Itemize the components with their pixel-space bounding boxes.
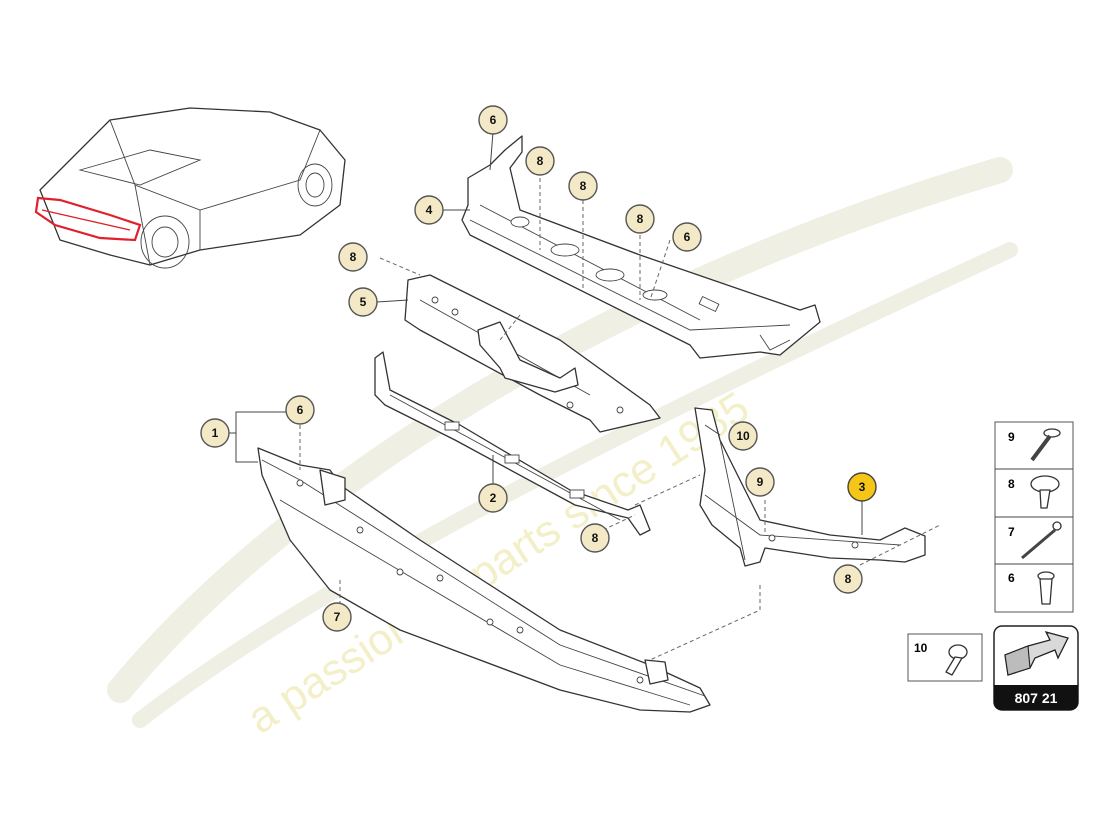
callout-8-a[interactable]: 8: [525, 146, 555, 176]
callout-2[interactable]: 2: [478, 483, 508, 513]
callout-label: 8: [845, 572, 852, 586]
callout-4[interactable]: 4: [414, 195, 444, 225]
car-thumbnail: [34, 107, 346, 269]
page-reference[interactable]: 807 21: [993, 625, 1079, 711]
middle-bracket-bar: [374, 351, 651, 536]
mushroom-head-bolt-icon: [1030, 475, 1060, 509]
callout-6-mid[interactable]: 6: [285, 395, 315, 425]
long-screw-icon: [1021, 521, 1062, 560]
callout-10[interactable]: 10: [728, 421, 758, 451]
callout-label: 8: [580, 179, 587, 193]
assembly-lines: [299, 178, 941, 661]
callout-label: 5: [360, 295, 367, 309]
next-page-arrow-icon: [1004, 630, 1069, 676]
callout-label: 7: [334, 610, 341, 624]
legend-label: 6: [1008, 571, 1015, 585]
callout-8-b[interactable]: 8: [568, 171, 598, 201]
callout-label: 8: [537, 154, 544, 168]
callout-label: 9: [757, 475, 764, 489]
stud-bolt-icon: [1037, 571, 1055, 605]
callout-label: 8: [637, 212, 644, 226]
callout-label: 10: [736, 429, 750, 443]
leader-lines: [229, 131, 863, 535]
callout-8-low[interactable]: 8: [580, 523, 610, 553]
callout-1[interactable]: 1: [200, 418, 230, 448]
legend-row-7[interactable]: 7: [1008, 521, 1062, 560]
callout-label: 2: [490, 491, 497, 505]
legend-row-8[interactable]: 8: [1008, 475, 1060, 509]
legend-row-6[interactable]: 6: [1008, 571, 1055, 605]
callout-8-right[interactable]: 8: [833, 564, 863, 594]
callout-label: 8: [350, 250, 357, 264]
mounting-plate: [404, 274, 661, 433]
button-head-screw-icon: [945, 644, 968, 676]
legend-row-9[interactable]: 9: [1008, 428, 1061, 462]
upper-crossmember: [461, 135, 821, 359]
callout-5[interactable]: 5: [348, 287, 378, 317]
callout-6-right[interactable]: 6: [672, 222, 702, 252]
callout-8-c[interactable]: 8: [625, 204, 655, 234]
callout-label: 6: [297, 403, 304, 417]
callout-3[interactable]: 3: [847, 472, 877, 502]
legend-label: 10: [914, 641, 928, 655]
fastener-legend: 9 8 7 6: [994, 421, 1074, 613]
legend-label: 9: [1008, 430, 1015, 444]
callout-9[interactable]: 9: [745, 467, 775, 497]
callout-label: 1: [212, 426, 219, 440]
legend-label: 7: [1008, 525, 1015, 539]
legend-label: 8: [1008, 477, 1015, 491]
flange-bolt-icon: [1030, 428, 1061, 462]
page-number: 807 21: [1015, 690, 1058, 706]
right-bracket: [694, 407, 926, 567]
callout-6-top[interactable]: 6: [478, 105, 508, 135]
callout-label: 4: [426, 203, 433, 217]
callout-label: 8: [592, 531, 599, 545]
callout-7[interactable]: 7: [322, 602, 352, 632]
bumper-beam: [257, 447, 711, 713]
legend-row-10[interactable]: 10: [907, 633, 983, 682]
callout-8-left[interactable]: 8: [338, 242, 368, 272]
callout-label: 6: [684, 230, 691, 244]
callout-label: 6: [490, 113, 497, 127]
callout-label: 3: [859, 480, 866, 494]
